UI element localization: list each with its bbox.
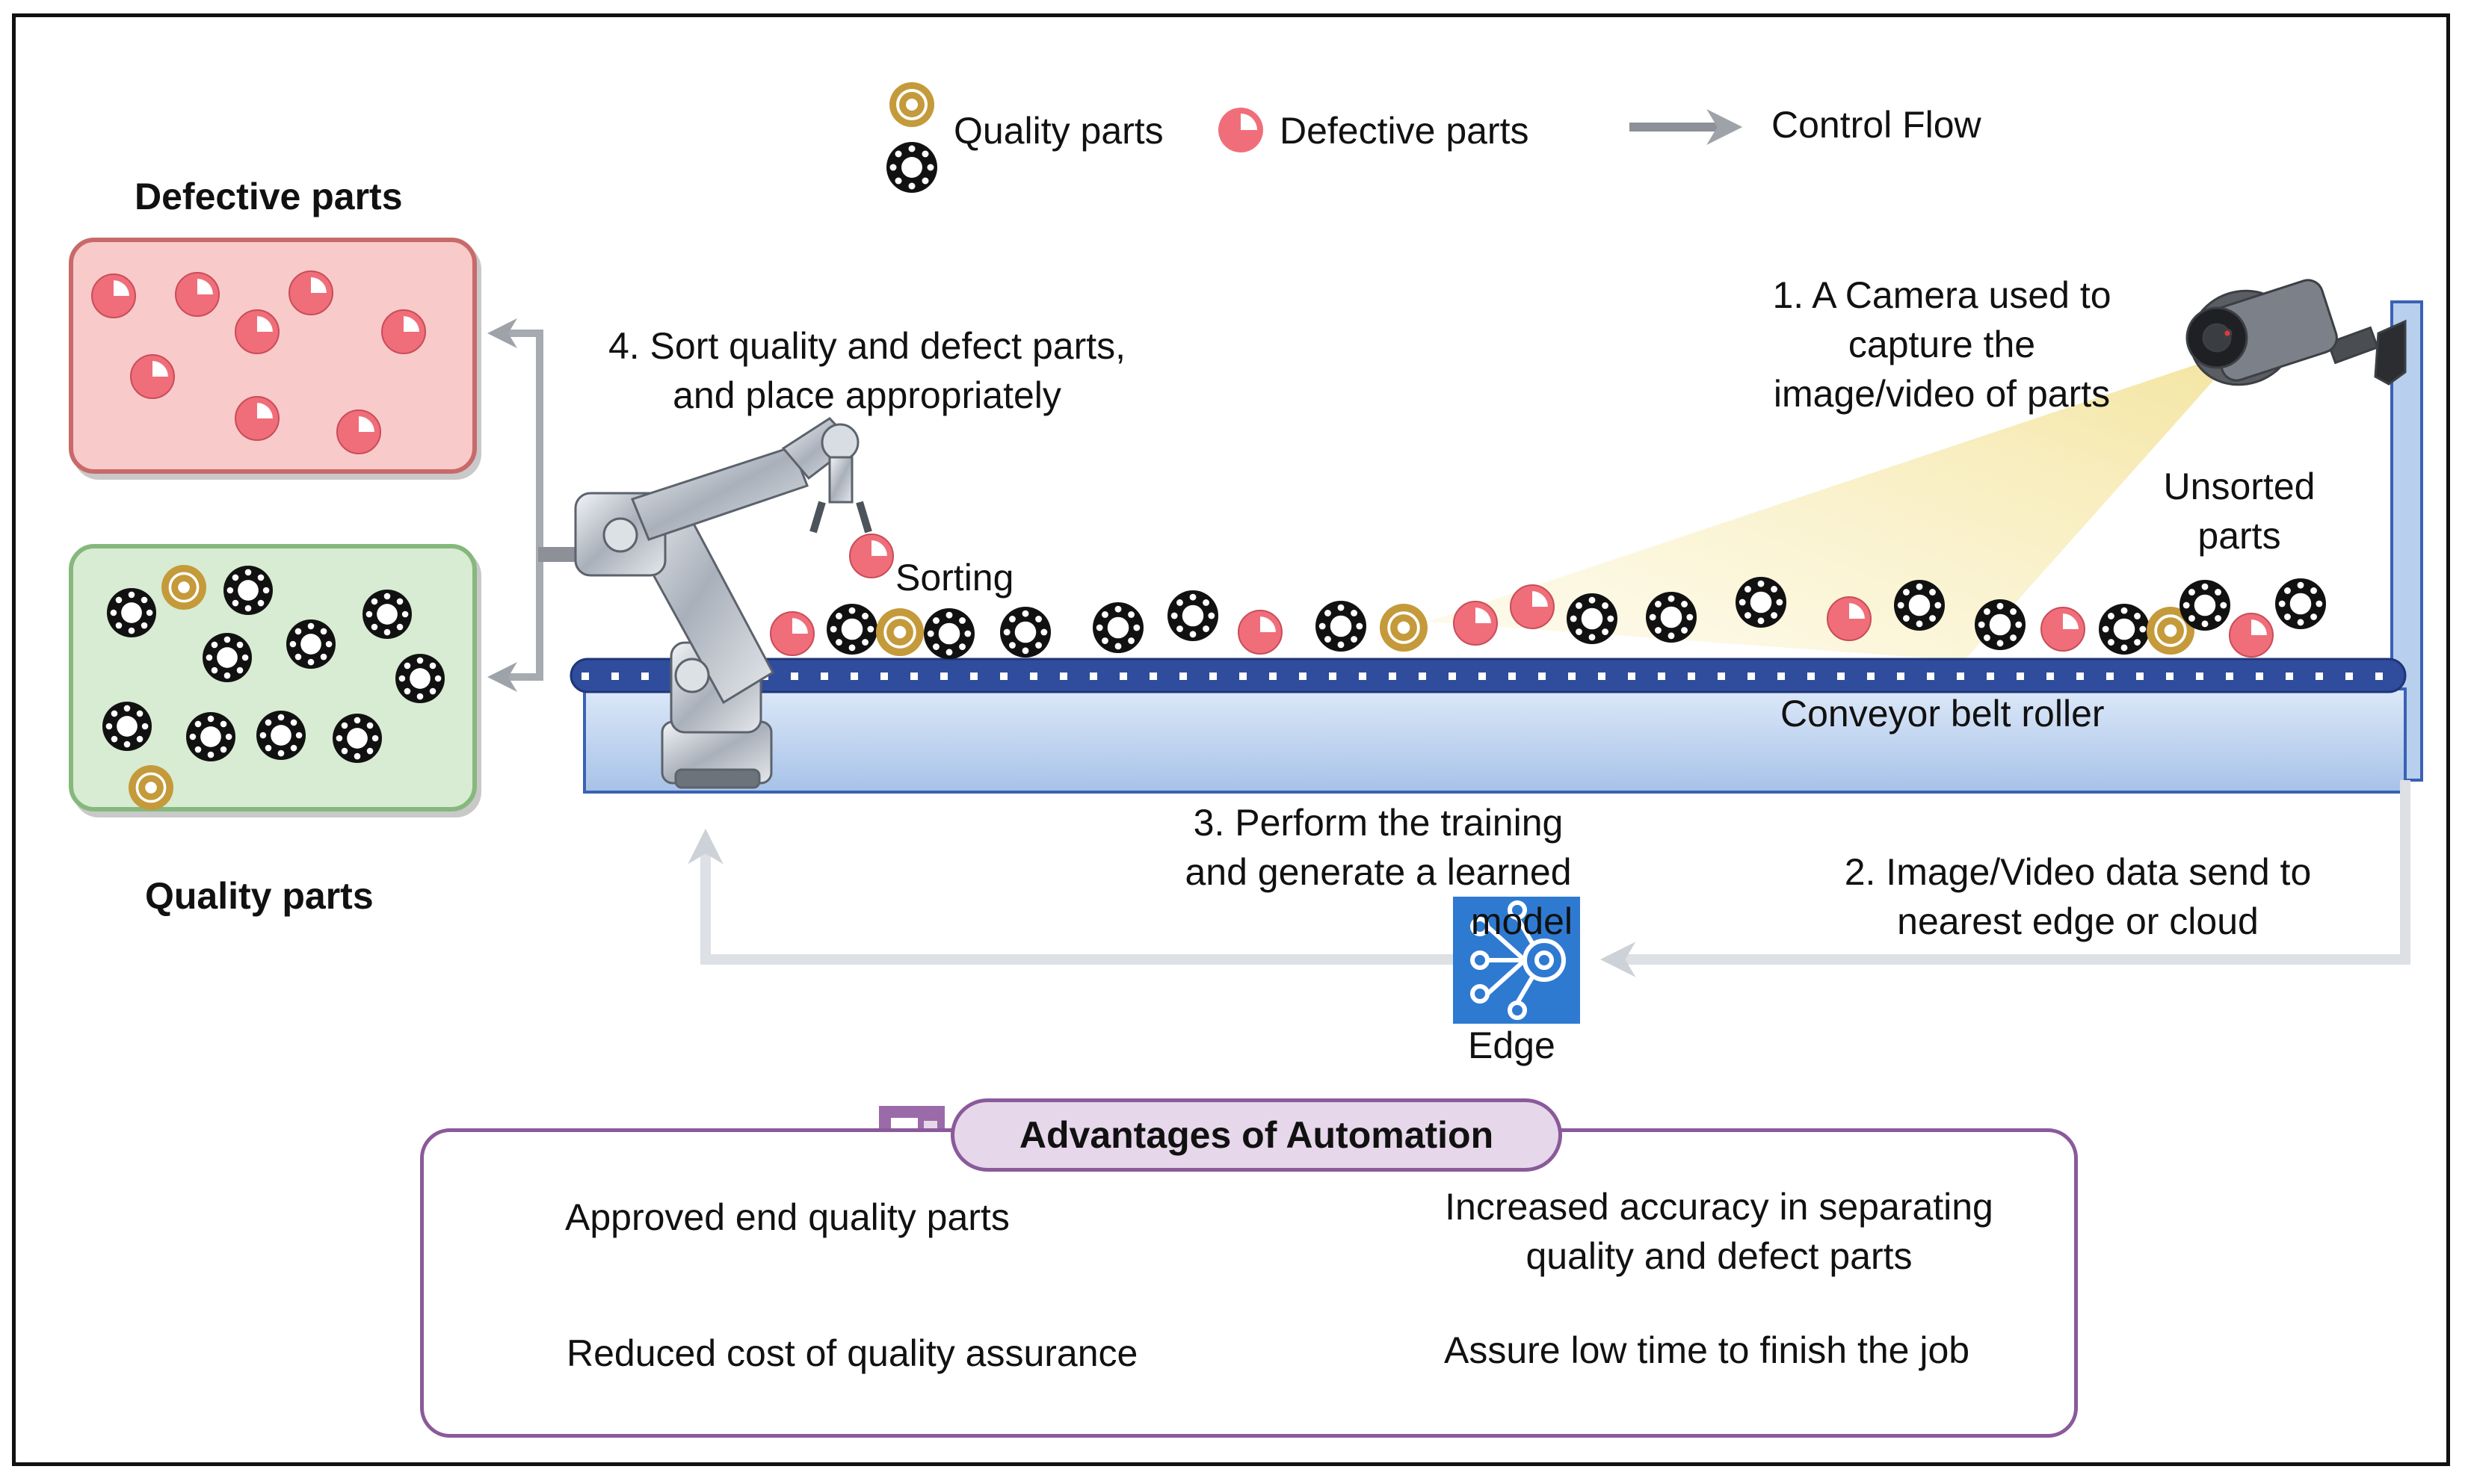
defective-part xyxy=(130,354,175,399)
quality-part xyxy=(333,714,382,763)
defective-part xyxy=(289,270,333,315)
quality-part xyxy=(1567,593,1617,644)
quality-part xyxy=(395,654,445,703)
defective-part xyxy=(91,273,136,318)
quality-part-gold xyxy=(1380,604,1428,652)
defective-part xyxy=(235,396,280,441)
quality-part xyxy=(256,711,306,760)
advantage-item-approved: Approved end quality parts xyxy=(565,1196,1010,1238)
edge-icon xyxy=(1453,897,1580,1024)
data-flow-arrows xyxy=(688,780,2410,977)
defective-part xyxy=(1827,596,1872,641)
advantage-item-time: Assure low time to finish the job xyxy=(1444,1329,1970,1371)
quality-part xyxy=(2099,604,2150,655)
quality-part xyxy=(1167,590,1218,641)
defective-part xyxy=(235,309,280,354)
defective-bin-title: Defective parts xyxy=(135,176,403,217)
quality-part-gold xyxy=(129,765,173,810)
edge-label: Edge xyxy=(1468,1024,1555,1066)
advantages-panel xyxy=(420,1128,2078,1438)
quality-part xyxy=(107,588,156,637)
legend-quality-label: Quality parts xyxy=(954,110,1164,152)
quality-part-gold xyxy=(2147,607,2194,655)
conveyor-belt xyxy=(570,658,2407,693)
sorting-label: Sorting xyxy=(895,557,1014,599)
defective-part xyxy=(1453,601,1498,646)
defective-part xyxy=(175,272,220,317)
advantage-item-cost: Reduced cost of quality assurance xyxy=(567,1332,1138,1374)
flow-post-to-edge xyxy=(1599,780,2410,977)
legend-flow-label: Control Flow xyxy=(1771,104,1981,146)
quality-part xyxy=(1646,592,1697,643)
camera-light-beam xyxy=(1428,350,2241,661)
quality-part-gold xyxy=(876,608,924,656)
legend-defective-icon xyxy=(1218,108,1263,152)
quality-part xyxy=(102,702,152,751)
defective-part xyxy=(1238,610,1283,655)
defective-part xyxy=(336,409,381,454)
quality-part xyxy=(2275,578,2326,629)
quality-part-gold xyxy=(161,565,206,610)
step4-label: 4. Sort quality and defect parts,and pla… xyxy=(608,325,1126,416)
quality-part xyxy=(1315,601,1366,652)
conveyor-label: Conveyor belt roller xyxy=(1780,693,2105,735)
quality-part xyxy=(924,608,975,659)
defective-part xyxy=(849,534,894,578)
advantages-title: Advantages of Automation xyxy=(951,1098,1562,1172)
quality-part xyxy=(1000,607,1051,658)
defective-part xyxy=(1510,584,1555,629)
quality-part xyxy=(1975,599,2026,650)
defective-part xyxy=(770,611,815,656)
defective-part xyxy=(381,309,426,354)
quality-part xyxy=(223,566,273,615)
quality-part xyxy=(1093,602,1144,653)
quality-part xyxy=(363,590,412,639)
sort-to-quality xyxy=(487,554,543,692)
quality-part xyxy=(827,604,877,655)
legend-defective-label: Defective parts xyxy=(1280,110,1529,152)
belt-dots xyxy=(581,673,2383,680)
quality-part xyxy=(203,633,252,682)
quality-part xyxy=(2179,580,2230,631)
defective-part xyxy=(2229,613,2274,658)
quality-part xyxy=(1894,580,1945,631)
camera-icon xyxy=(2185,279,2407,386)
quality-part xyxy=(186,712,235,761)
flow-edge-to-robot xyxy=(688,828,1454,965)
defective-part xyxy=(2040,607,2085,652)
legend-quality-gold-icon xyxy=(889,82,934,127)
quality-part xyxy=(286,619,336,669)
legend-quality-black-icon xyxy=(886,142,937,193)
robot-arm xyxy=(574,417,872,789)
quality-part xyxy=(1736,577,1786,628)
quality-bin-title: Quality parts xyxy=(145,875,374,917)
